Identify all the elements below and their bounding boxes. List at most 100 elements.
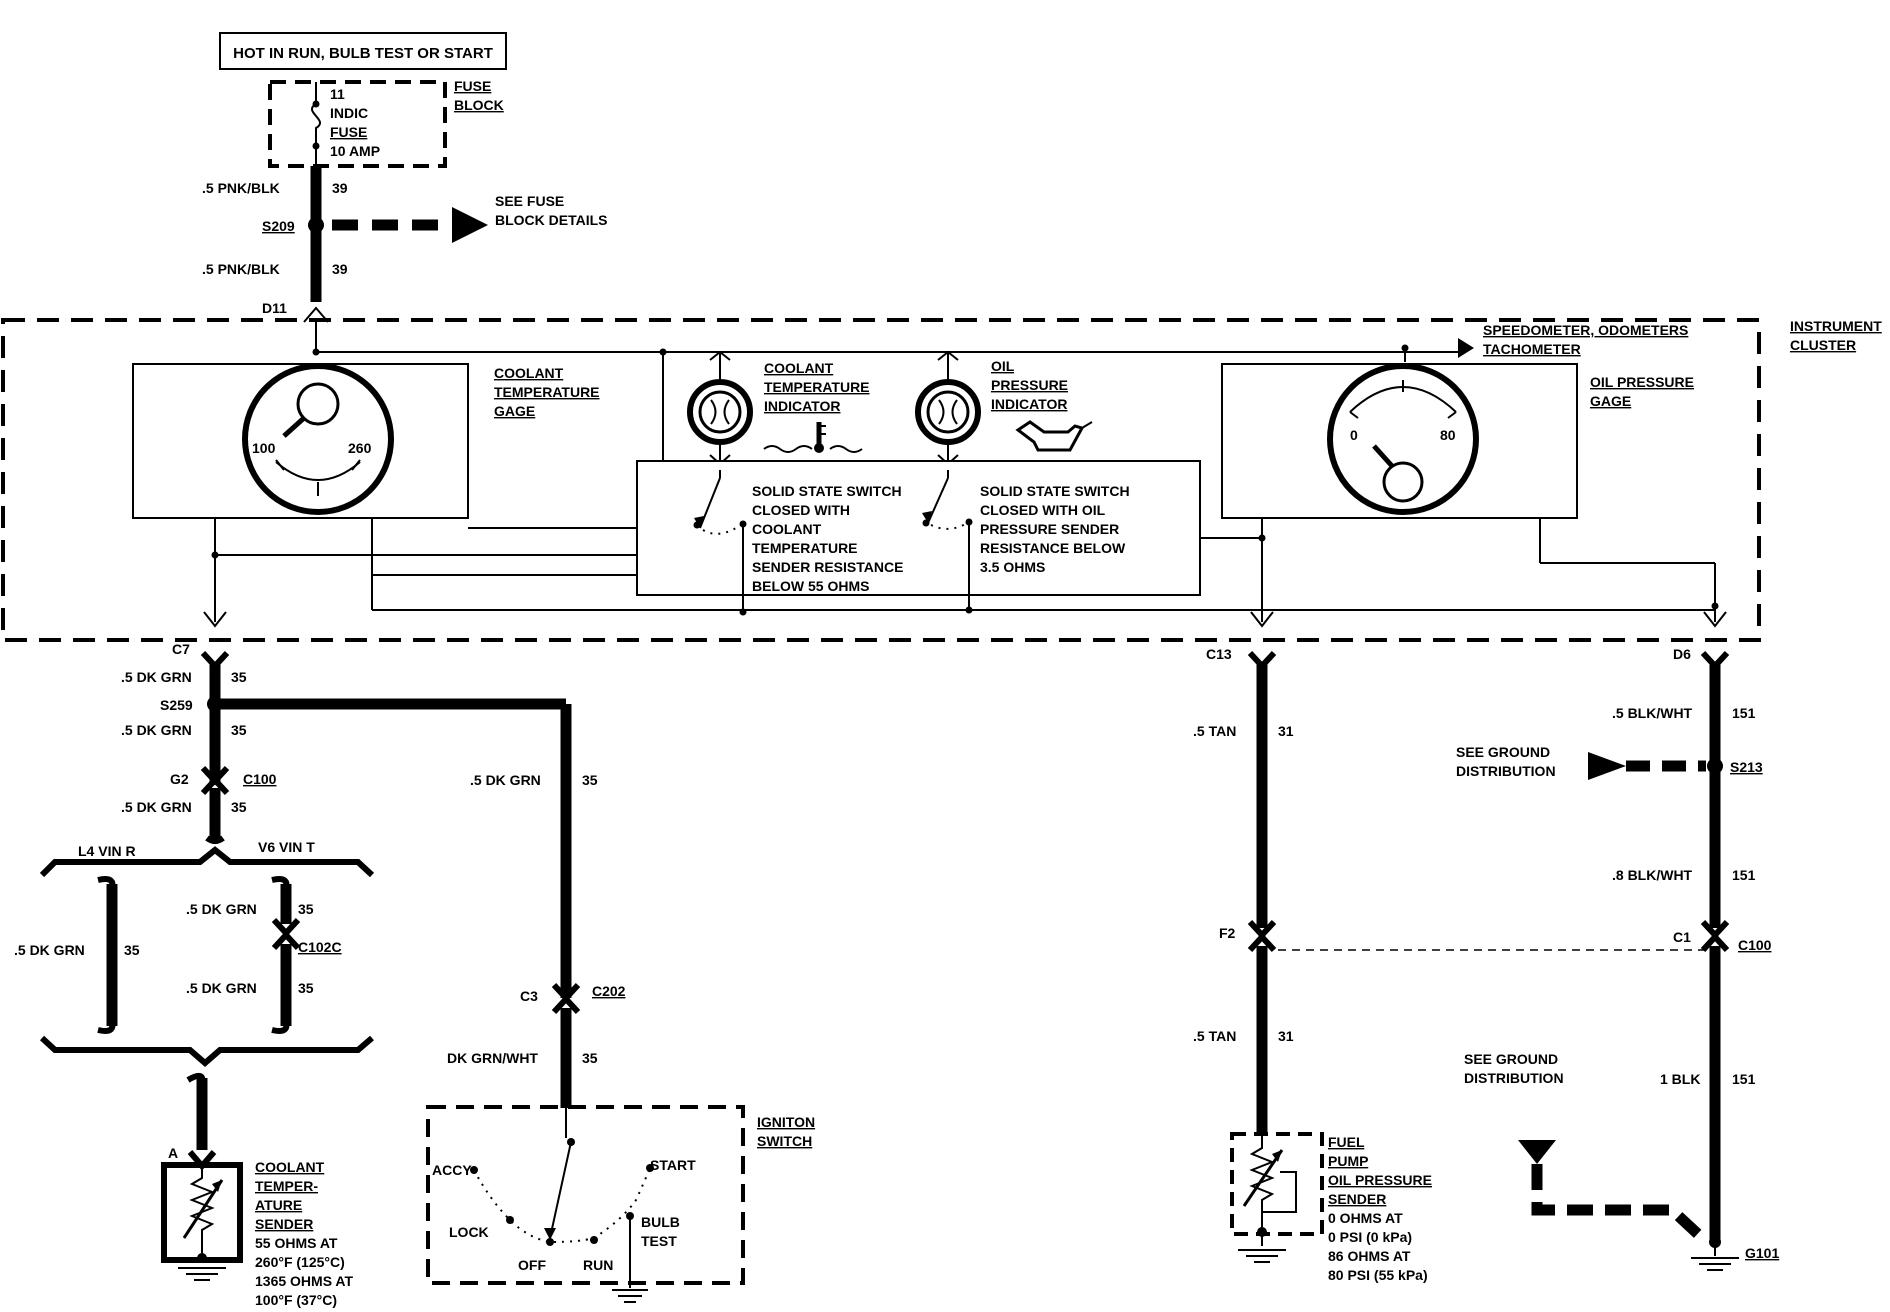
connector-c13: C13 bbox=[1206, 646, 1232, 662]
connector-d6: D6 bbox=[1673, 646, 1691, 662]
ground-arrow-icon bbox=[1588, 752, 1626, 780]
wire-label-pnk-blk-1: .5 PNK/BLK bbox=[202, 180, 280, 196]
coolant-indicator-label: COOLANT TEMPERATURE INDICATOR bbox=[764, 360, 873, 414]
connector-c202: C202 bbox=[592, 983, 626, 999]
cluster-title: INSTRUMENT CLUSTER bbox=[1790, 318, 1886, 353]
splice-s213-label: S213 bbox=[1730, 759, 1763, 775]
speedo-label: SPEEDOMETER, ODOMETERS TACHOMETER bbox=[1483, 322, 1692, 357]
circuit-31-label-2: 31 bbox=[1278, 1028, 1294, 1044]
connector-c1: C1 bbox=[1673, 929, 1691, 945]
oil-sender-label: FUEL PUMP OIL PRESSURE SENDER 0 OHMS AT … bbox=[1328, 1134, 1436, 1283]
circuit-35-label-v6a: 35 bbox=[298, 901, 314, 917]
solid-state-switch-box bbox=[636, 460, 1201, 596]
splice-s209-label: S209 bbox=[262, 218, 295, 234]
ignition-lock: LOCK bbox=[449, 1224, 489, 1240]
wire-label-dk-grn-2: .5 DK GRN bbox=[121, 722, 192, 738]
wire-label-dk-grn-ign: .5 DK GRN bbox=[470, 772, 541, 788]
see-ground-label-1: SEE GROUND DISTRIBUTION bbox=[1456, 744, 1556, 779]
ignition-bulb-test: BULB TEST bbox=[641, 1214, 684, 1249]
oil-gage-box bbox=[1221, 363, 1578, 519]
connector-c7: C7 bbox=[172, 641, 190, 657]
circuit-35-label-v6b: 35 bbox=[298, 980, 314, 996]
wire-label-tan-2: .5 TAN bbox=[1193, 1028, 1236, 1044]
connector-d11: D11 bbox=[262, 300, 287, 316]
fuse-block-label: FUSE BLOCK bbox=[454, 78, 504, 113]
switch1-label: SOLID STATE SWITCH CLOSED WITH COOLANT T… bbox=[752, 483, 907, 594]
connector-d11-icon bbox=[303, 306, 329, 323]
circuit-31-label-1: 31 bbox=[1278, 723, 1294, 739]
oil-sender-outline bbox=[1230, 1132, 1324, 1236]
circuit-39-label-1: 39 bbox=[332, 180, 348, 196]
wire-label-dk-grn-3: .5 DK GRN bbox=[121, 799, 192, 815]
ground-g101: G101 bbox=[1745, 1245, 1779, 1261]
wire-label-tan-1: .5 TAN bbox=[1193, 723, 1236, 739]
circuit-35-label-l4: 35 bbox=[124, 942, 140, 958]
gage-low: 100 bbox=[252, 440, 276, 456]
fuse-label: 11 INDIC FUSE 10 AMP bbox=[330, 86, 380, 159]
wire-label-blk-1: 1 BLK bbox=[1660, 1071, 1700, 1087]
coolant-sender-label: COOLANT TEMPER- ATURE SENDER 55 OHMS AT … bbox=[255, 1159, 357, 1308]
oil-gage-icon bbox=[1327, 363, 1479, 515]
oil-can-icon bbox=[1015, 420, 1093, 452]
instrument-cluster-outline bbox=[1, 318, 1761, 642]
ignition-run: RUN bbox=[583, 1257, 613, 1273]
engine-brace-bottom bbox=[39, 1035, 374, 1067]
gage-high: 260 bbox=[348, 440, 372, 456]
switch2-icon bbox=[927, 477, 949, 524]
connector-c102c: C102C bbox=[298, 939, 342, 955]
oil-gage-label: OIL PRESSURE GAGE bbox=[1590, 374, 1698, 409]
switch1-icon bbox=[699, 477, 721, 529]
wire-label-dk-grn-l4: .5 DK GRN bbox=[14, 942, 85, 958]
coolant-gage-label: COOLANT TEMPERATURE GAGE bbox=[494, 365, 603, 419]
oil-gage-high: 80 bbox=[1440, 427, 1456, 443]
splice-s213 bbox=[1707, 758, 1723, 774]
circuit-151-label-3: 151 bbox=[1732, 1071, 1756, 1087]
ignition-start: START bbox=[650, 1157, 696, 1173]
circuit-151-label-1: 151 bbox=[1732, 705, 1756, 721]
arrow-icon bbox=[452, 207, 488, 243]
wire-label-dk-grn-wht: DK GRN/WHT bbox=[447, 1050, 538, 1066]
circuit-35-label-wht: 35 bbox=[582, 1050, 598, 1066]
power-header-box bbox=[219, 32, 507, 70]
coolant-gage-icon bbox=[242, 363, 394, 515]
connector-g2: G2 bbox=[170, 771, 189, 787]
ignition-off: OFF bbox=[518, 1257, 546, 1273]
see-fuse-label: SEE FUSE BLOCK DETAILS bbox=[495, 193, 608, 228]
circuit-35-label-2: 35 bbox=[231, 722, 247, 738]
ignition-contact-icon bbox=[549, 1141, 572, 1239]
connector-c100-left: C100 bbox=[243, 771, 277, 787]
splice-s259-label: S259 bbox=[160, 697, 193, 713]
ground-dist-leader-2 bbox=[1531, 1164, 1704, 1241]
engine-brace-top bbox=[39, 846, 375, 878]
wire-label-dk-grn-v6a: .5 DK GRN bbox=[186, 901, 257, 917]
wire-label-pnk-blk-2: .5 PNK/BLK bbox=[202, 261, 280, 277]
oil-indicator-label: OIL PRESSURE INDICATOR bbox=[991, 358, 1072, 412]
circuit-35-label-3: 35 bbox=[231, 799, 247, 815]
connector-c13-arrow bbox=[1250, 611, 1274, 628]
connector-c100-right: C100 bbox=[1738, 937, 1772, 953]
wire-label-blk-wht-8: .8 BLK/WHT bbox=[1612, 867, 1693, 883]
wire-label-dk-grn-v6b: .5 DK GRN bbox=[186, 980, 257, 996]
connector-f2: F2 bbox=[1219, 925, 1236, 941]
oil-gage-low: 0 bbox=[1350, 427, 1358, 443]
connector-d6-arrow bbox=[1703, 611, 1727, 628]
see-ground-label-2: SEE GROUND DISTRIBUTION bbox=[1464, 1051, 1564, 1086]
oil-sender-icon bbox=[1249, 1134, 1275, 1232]
connector-a: A bbox=[168, 1145, 178, 1161]
fuse-icon bbox=[311, 82, 321, 166]
connector-c7-arrow bbox=[203, 611, 227, 628]
circuit-39-label-2: 39 bbox=[332, 261, 348, 277]
coolant-gage-box bbox=[132, 363, 469, 519]
circuit-35-label-ign: 35 bbox=[582, 772, 598, 788]
splice-s209 bbox=[308, 217, 324, 233]
ignition-switch-outline bbox=[426, 1105, 745, 1285]
ground-triangle-icon bbox=[1518, 1140, 1556, 1164]
switch2-label: SOLID STATE SWITCH CLOSED WITH OIL PRESS… bbox=[980, 483, 1133, 575]
connector-c3: C3 bbox=[520, 988, 538, 1004]
engine-l4: L4 VIN R bbox=[78, 843, 136, 859]
thermometer-icon bbox=[763, 422, 863, 453]
circuit-35-label-1: 35 bbox=[231, 669, 247, 685]
fuse-block-outline bbox=[268, 80, 447, 168]
